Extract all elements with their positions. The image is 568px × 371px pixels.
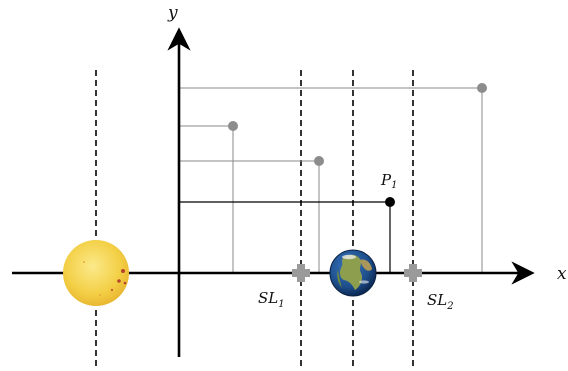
earth-icon [329,249,377,297]
sl1-label-sub: 1 [278,299,284,310]
dashed-lines [95,70,414,368]
sl1-label: SL1 [258,289,285,310]
x-axis-label: x [557,264,567,284]
p1-label-main: P [380,171,392,189]
sl2-label: SL2 [427,291,454,312]
projection-point-4 [179,87,483,273]
sun-icon [63,240,129,306]
point-gray-3 [477,83,487,93]
sl1-label-main: SL [258,289,278,307]
projection-point-1 [179,125,234,273]
projection-point-2 [179,160,320,273]
projection-lines [179,87,483,273]
p1-label-sub: 1 [391,180,397,191]
point-gray-1 [228,121,238,131]
sl2-label-main: SL [427,291,447,309]
sl1-marker-icon [292,264,310,282]
point-p1 [385,197,395,207]
sl2-marker-icon [404,264,422,282]
p1-label: P1 [380,171,397,191]
y-axis-label: y [167,3,178,23]
point-gray-2 [314,156,324,166]
sl2-label-sub: 2 [446,301,453,312]
